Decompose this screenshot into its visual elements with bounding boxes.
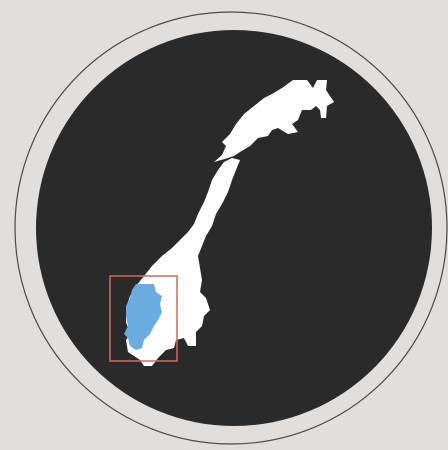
highlighted-region[interactable] [124,284,162,350]
country-shape-norway[interactable] [126,80,334,366]
badge-outer-ring [14,11,448,445]
badge-disc [36,30,432,426]
selection-box[interactable] [109,275,178,362]
